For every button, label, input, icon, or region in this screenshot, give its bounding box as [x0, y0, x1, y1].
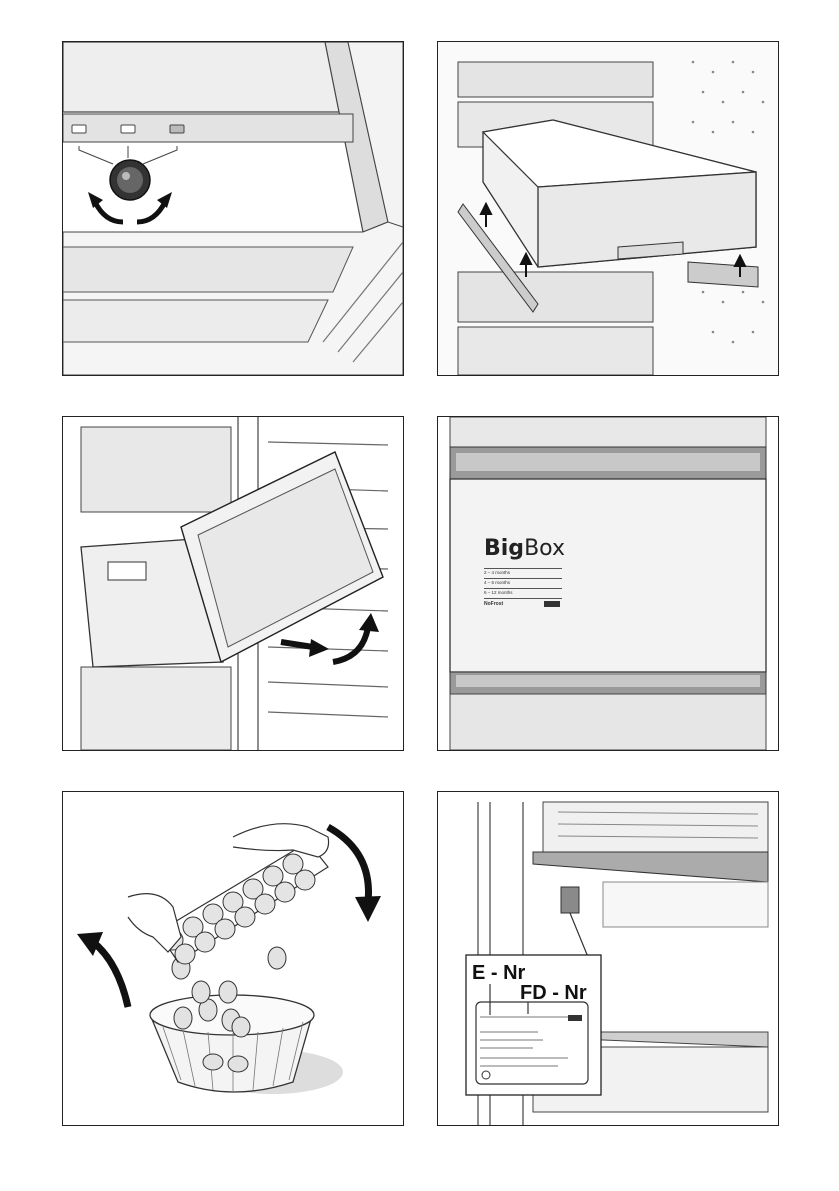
bigbox-logo: BigBox — [484, 537, 565, 560]
storage-row-1: 2 – 4 months — [484, 570, 511, 575]
fd-nr-label: FD - Nr — [520, 982, 587, 1004]
indicator-lights — [71, 124, 185, 134]
storage-row-3: 6 – 12 months — [484, 590, 513, 595]
illustration-drawer-tilt — [62, 416, 404, 751]
illustration-rating-plate: E - Nr FD - Nr — [437, 791, 779, 1126]
nofrost-badge — [544, 601, 560, 607]
illustration-bigbox-drawer: BigBox 2 – 4 months 4 – 6 months 6 – 12 … — [437, 416, 779, 751]
temperature-knob-icon — [109, 159, 151, 201]
storage-table: 2 – 4 months 4 – 6 months 6 – 12 months — [484, 568, 562, 599]
illustration-control-knob — [62, 41, 404, 376]
rotate-arrows-icon — [92, 200, 168, 225]
e-nr-label: E - Nr — [472, 962, 526, 984]
nofrost-label: NoFrost — [484, 601, 504, 607]
illustration-drawer-removal — [437, 41, 779, 376]
brand-light: Box — [524, 536, 565, 561]
brand-bold: Big — [484, 536, 525, 561]
illustration-egg-tray — [62, 791, 404, 1126]
storage-row-2: 4 – 6 months — [484, 580, 511, 585]
